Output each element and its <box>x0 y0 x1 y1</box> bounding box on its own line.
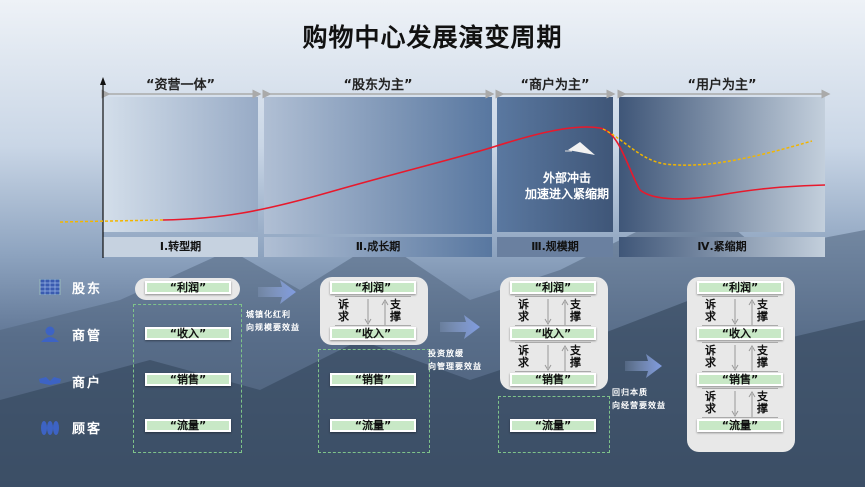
stage-panel-1 <box>103 97 258 232</box>
item-label: “收入” <box>330 327 416 340</box>
lifecycle-chart <box>59 77 831 258</box>
support-label: 支撑 <box>390 298 401 323</box>
item-text: “利润” <box>332 282 414 293</box>
item-text: “流量” <box>699 420 781 431</box>
stage-heading: “用户为主” <box>687 78 757 93</box>
transition-note-line: 城镇化红利 <box>246 310 291 319</box>
calendar-grid-icon <box>38 278 62 296</box>
transition-note-line: 投资放缓 <box>428 349 464 358</box>
loose-items-box <box>133 304 242 453</box>
request-support-link <box>702 296 778 326</box>
request-support-link <box>702 388 778 418</box>
item-label: “销售” <box>697 373 783 386</box>
forecast-curve <box>602 128 813 166</box>
request-support-link <box>702 342 778 372</box>
item-text: “利润” <box>699 282 781 293</box>
item-label: “收入” <box>510 327 596 340</box>
transition-note: 回归本质向经营要效益 <box>612 386 666 412</box>
transition-note-line: 向规模要效益 <box>246 323 300 332</box>
request-label: 诉求 <box>518 298 529 323</box>
item-text: “销售” <box>512 374 594 385</box>
request-label: 诉求 <box>338 298 349 323</box>
request-support-link <box>335 296 411 326</box>
item-text: “利润” <box>147 282 229 293</box>
item-label: “利润” <box>145 281 231 294</box>
item-label: “收入” <box>697 327 783 340</box>
people-icon <box>38 419 62 435</box>
support-label: 支撑 <box>757 390 768 415</box>
request-support-link <box>515 342 591 372</box>
phase-label: Ⅰ.转型期 <box>159 240 202 253</box>
support-label: 支撑 <box>757 298 768 323</box>
support-label: 支撑 <box>570 298 581 323</box>
request-label: 诉求 <box>518 344 529 369</box>
item-label: “流量” <box>330 419 416 432</box>
growth-curve <box>162 126 826 221</box>
item-text: “流量” <box>512 420 594 431</box>
item-label: “销售” <box>145 373 231 386</box>
item-label: “收入” <box>145 327 231 340</box>
item-text: “销售” <box>699 374 781 385</box>
paper-plane-icon <box>568 142 595 155</box>
item-text: “销售” <box>147 374 229 385</box>
row-label: 商户 <box>72 376 103 391</box>
item-label: “利润” <box>330 281 416 294</box>
stage-panel-4 <box>619 97 825 232</box>
item-label: “流量” <box>145 419 231 432</box>
stage-heading: “资营一体” <box>145 78 216 93</box>
loose-items-box <box>498 396 610 453</box>
item-label: “销售” <box>330 373 416 386</box>
item-label: “利润” <box>510 281 596 294</box>
transition-note-line: 回归本质 <box>612 388 648 397</box>
stage-panel-3 <box>497 97 613 232</box>
shock-note: 外部冲击加速进入紧缩期 <box>525 171 610 201</box>
request-label: 诉求 <box>705 344 716 369</box>
item-text: “收入” <box>147 328 229 339</box>
request-support-link <box>515 296 591 326</box>
item-label: “销售” <box>510 373 596 386</box>
transition-note-line: 向经营要效益 <box>612 401 666 410</box>
stage-heading: “商户为主” <box>520 78 590 93</box>
item-label: “利润” <box>697 281 783 294</box>
item-text: “流量” <box>332 420 414 431</box>
phase-label: Ⅳ.紧缩期 <box>697 240 747 253</box>
item-text: “流量” <box>147 420 229 431</box>
item-label: “流量” <box>510 419 596 432</box>
page-title: 购物中心发展演变周期 <box>302 23 563 52</box>
phase-label: Ⅱ.成长期 <box>355 240 401 253</box>
request-label: 诉求 <box>705 390 716 415</box>
support-label: 支撑 <box>570 344 581 369</box>
stage-heading: “股东为主” <box>343 78 413 93</box>
transition-note: 投资放缓向管理要效益 <box>428 347 482 373</box>
transition-note: 城镇化红利向规模要效益 <box>246 308 300 334</box>
row-label: 顾客 <box>72 422 103 437</box>
phase-label: Ⅲ.规模期 <box>531 240 579 253</box>
item-text: “收入” <box>512 328 594 339</box>
request-label: 诉求 <box>705 298 716 323</box>
person-icon <box>38 326 62 342</box>
forecast-line-pre <box>59 219 164 223</box>
item-text: “利润” <box>512 282 594 293</box>
item-label: “流量” <box>697 419 783 432</box>
item-text: “收入” <box>699 328 781 339</box>
handshake-icon <box>38 373 62 389</box>
item-text: “收入” <box>332 328 414 339</box>
row-label: 股东 <box>72 282 103 297</box>
stage-panel-2 <box>264 97 492 234</box>
transition-note-line: 向管理要效益 <box>428 362 482 371</box>
item-text: “销售” <box>332 374 414 385</box>
loose-items-box <box>318 349 430 453</box>
support-label: 支撑 <box>757 344 768 369</box>
row-label: 商管 <box>72 329 103 344</box>
